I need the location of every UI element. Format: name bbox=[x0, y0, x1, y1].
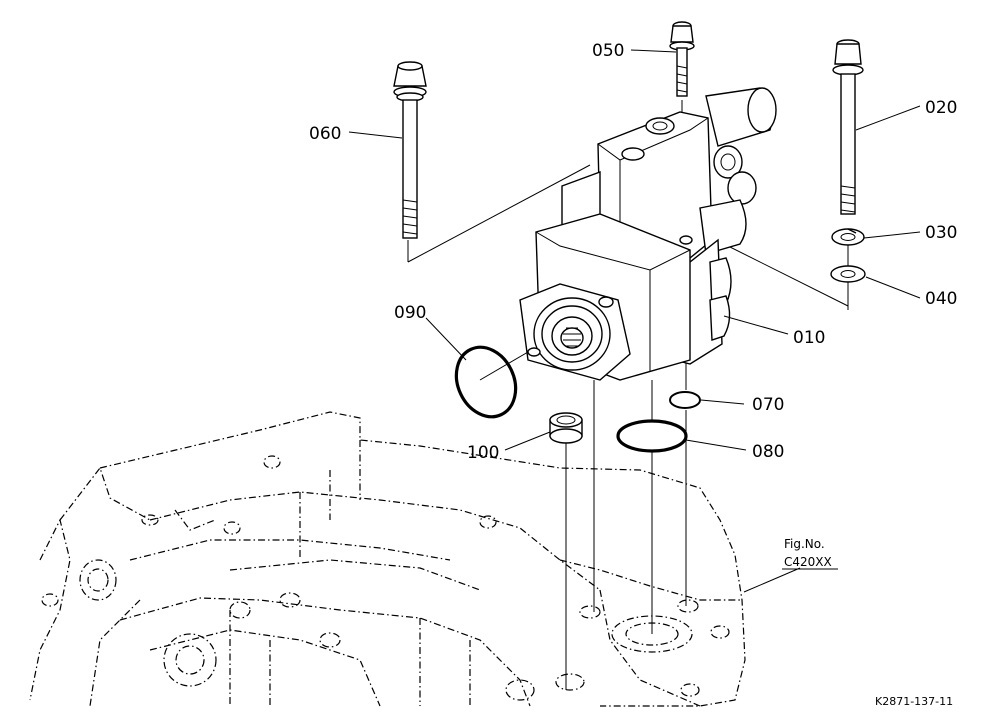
callout-030: 030 bbox=[925, 223, 957, 243]
figure-reference: Fig.No. C420XX bbox=[782, 537, 838, 570]
transmission-housing bbox=[29, 411, 746, 707]
o-ring-090 bbox=[454, 345, 518, 419]
hydraulic-pump-010 bbox=[519, 87, 777, 381]
callout-010: 010 bbox=[793, 328, 825, 348]
o-ring-070 bbox=[669, 391, 701, 409]
leader-lines bbox=[348, 49, 921, 593]
figure-ref-label: Fig.No. bbox=[784, 537, 825, 551]
callout-080: 080 bbox=[752, 442, 784, 462]
callout-040: 040 bbox=[925, 289, 957, 309]
flat-washer-040 bbox=[830, 265, 866, 283]
bolt-050 bbox=[669, 21, 695, 97]
bushing-100 bbox=[549, 412, 583, 444]
o-ring-080 bbox=[616, 419, 688, 453]
callout-070: 070 bbox=[752, 395, 784, 415]
bolt-020 bbox=[832, 39, 864, 215]
lock-washer-030 bbox=[831, 228, 865, 246]
callout-100: 100 bbox=[467, 443, 499, 463]
callout-060: 060 bbox=[309, 124, 341, 144]
callout-090: 090 bbox=[394, 303, 426, 323]
drawing-id: K2871-137-11 bbox=[875, 695, 953, 708]
callout-050: 050 bbox=[592, 41, 624, 61]
figure-ref-number: C420XX bbox=[784, 555, 832, 569]
bolt-060 bbox=[393, 61, 427, 239]
callout-020: 020 bbox=[925, 98, 957, 118]
